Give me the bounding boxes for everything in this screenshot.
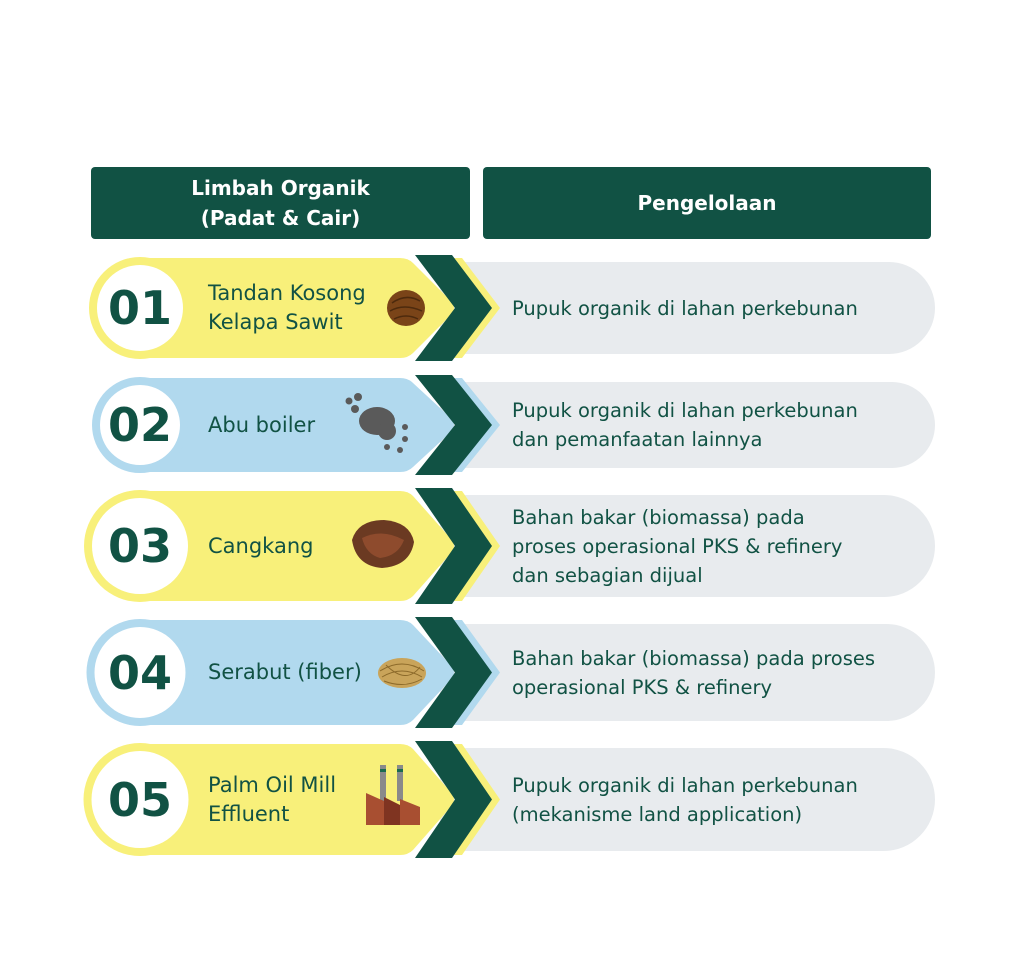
waste-label-line: Cangkang	[208, 533, 314, 558]
label-arrow	[135, 378, 454, 472]
row-shapes	[83, 741, 935, 858]
row-shapes	[84, 488, 935, 604]
number-circle	[100, 385, 180, 465]
label-arrow	[135, 620, 454, 725]
chevron-icon	[415, 255, 492, 361]
description-line: (mekanisme land application)	[512, 802, 803, 826]
waste-label-line: Abu boiler	[208, 412, 316, 437]
waste-row: 04 Serabut (fiber) Bahan bakar (biomassa…	[0, 617, 1024, 728]
description-line: Bahan bakar (biomassa) pada proses	[512, 646, 876, 670]
waste-label-line: Palm Oil Mill	[208, 772, 337, 797]
management-description: Pupuk organik di lahan perkebunan (mekani…	[512, 771, 858, 829]
row-number: 02	[107, 398, 172, 452]
label-arrow	[135, 258, 454, 358]
waste-label-line: Tandan Kosong	[208, 281, 366, 305]
row-shapes	[86, 617, 935, 728]
description-line: Bahan bakar (biomassa) pada	[512, 505, 805, 529]
management-description: Pupuk organik di lahan perkebunan	[512, 294, 858, 323]
description-line: operasional PKS & refinery	[512, 675, 773, 699]
header-management-title: Pengelolaan	[637, 191, 777, 215]
waste-label-line: Effluent	[208, 801, 290, 826]
description-pill	[440, 624, 935, 721]
description-line: Pupuk organik di lahan perkebunan	[512, 399, 858, 422]
management-description: Bahan bakar (biomassa) pada proses operas…	[512, 644, 875, 702]
waste-label: Serabut (fiber)	[208, 658, 362, 687]
waste-row: 03 Cangkang Bahan bakar (biomassa) pada p…	[0, 488, 1024, 604]
label-arrow	[135, 744, 454, 855]
management-description: Bahan bakar (biomassa) pada proses operas…	[512, 503, 842, 590]
row-number: 01	[107, 281, 172, 335]
waste-label: Cangkang	[208, 532, 313, 561]
description-pill	[440, 748, 935, 851]
description-line: Pupuk organik di lahan perkebunan	[512, 296, 858, 320]
chevron-icon	[415, 617, 492, 728]
description-line: proses operasional PKS & refinery	[512, 534, 843, 558]
description-line: Pupuk organik di lahan perkebunan	[512, 773, 858, 797]
number-circle	[92, 498, 188, 594]
description-line: dan sebagian dijual	[512, 563, 703, 587]
waste-label-line: Serabut (fiber)	[208, 660, 362, 684]
chevron-icon	[415, 375, 492, 475]
number-circle	[97, 265, 183, 351]
row-number: 03	[107, 519, 172, 573]
waste-label: Abu boiler	[208, 411, 315, 440]
description-pill	[440, 382, 935, 468]
row-number: 05	[107, 772, 172, 827]
header-management: Pengelolaan	[483, 167, 931, 239]
description-pill	[440, 495, 935, 597]
row-shapes	[92, 375, 935, 475]
row-number: 04	[107, 645, 172, 700]
description-line: dan pemanfaatan lainnya	[512, 428, 763, 451]
waste-label-line: Kelapa Sawit	[208, 310, 343, 334]
label-arrow	[135, 491, 454, 601]
management-description: Pupuk organik di lahan perkebunan dan pem…	[512, 396, 858, 454]
header-waste: Limbah Organik (Padat & Cair)	[91, 167, 470, 239]
chevron-icon	[415, 741, 492, 858]
number-circle	[94, 627, 186, 718]
row-shapes	[89, 255, 935, 361]
description-pill	[440, 262, 935, 354]
chevron-icon	[415, 488, 492, 604]
header-waste-line2: (Padat & Cair)	[200, 206, 361, 230]
number-circle	[91, 751, 189, 848]
header-waste-line1: Limbah Organik	[191, 176, 370, 200]
waste-row: 02 Abu boiler Pupuk organik di lahan per…	[0, 375, 1024, 475]
